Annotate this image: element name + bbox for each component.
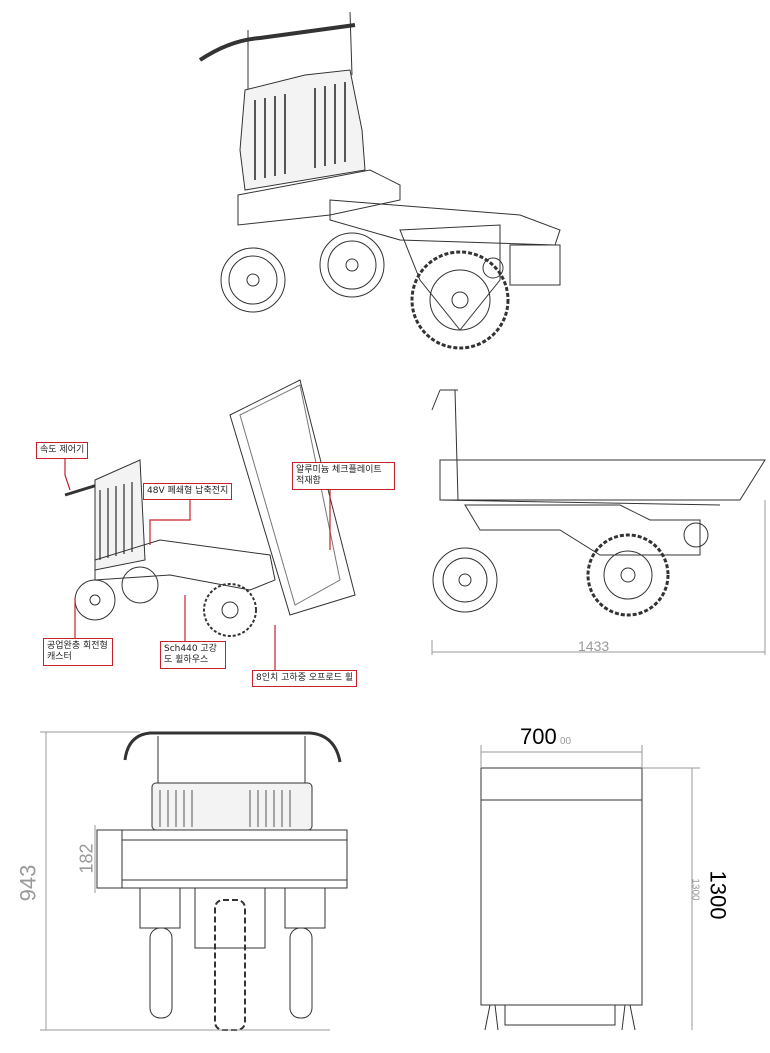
callout-wheel-house: Sch440 고강도 휠하우스	[160, 641, 226, 669]
dim-side-length: 1433	[578, 638, 610, 654]
annotated-isometric-view	[64, 379, 356, 675]
dim-bed-height: 182	[76, 843, 97, 874]
dim-top-width-small: 00	[560, 736, 572, 747]
callout-offroad-wheel: 8인치 고하중 오프로드 휠	[252, 670, 358, 687]
callout-battery: 48V 폐쇄형 납축전지	[143, 483, 233, 500]
dim-top-length: 1300	[705, 870, 731, 920]
dim-top-length-small: 1300	[689, 878, 701, 901]
callout-speed-controller: 속도 제어기	[36, 442, 89, 459]
top-view	[480, 745, 700, 1031]
side-view	[431, 389, 766, 655]
isometric-chassis-view	[198, 11, 561, 350]
callout-caster: 공업완충 회전형 캐스터	[43, 638, 113, 666]
dim-front-height: 943	[15, 864, 41, 902]
callout-bed: 알루미늄 체크플레이트 적재함	[292, 462, 395, 490]
dim-top-width: 700	[520, 724, 557, 749]
front-view	[40, 731, 348, 1031]
